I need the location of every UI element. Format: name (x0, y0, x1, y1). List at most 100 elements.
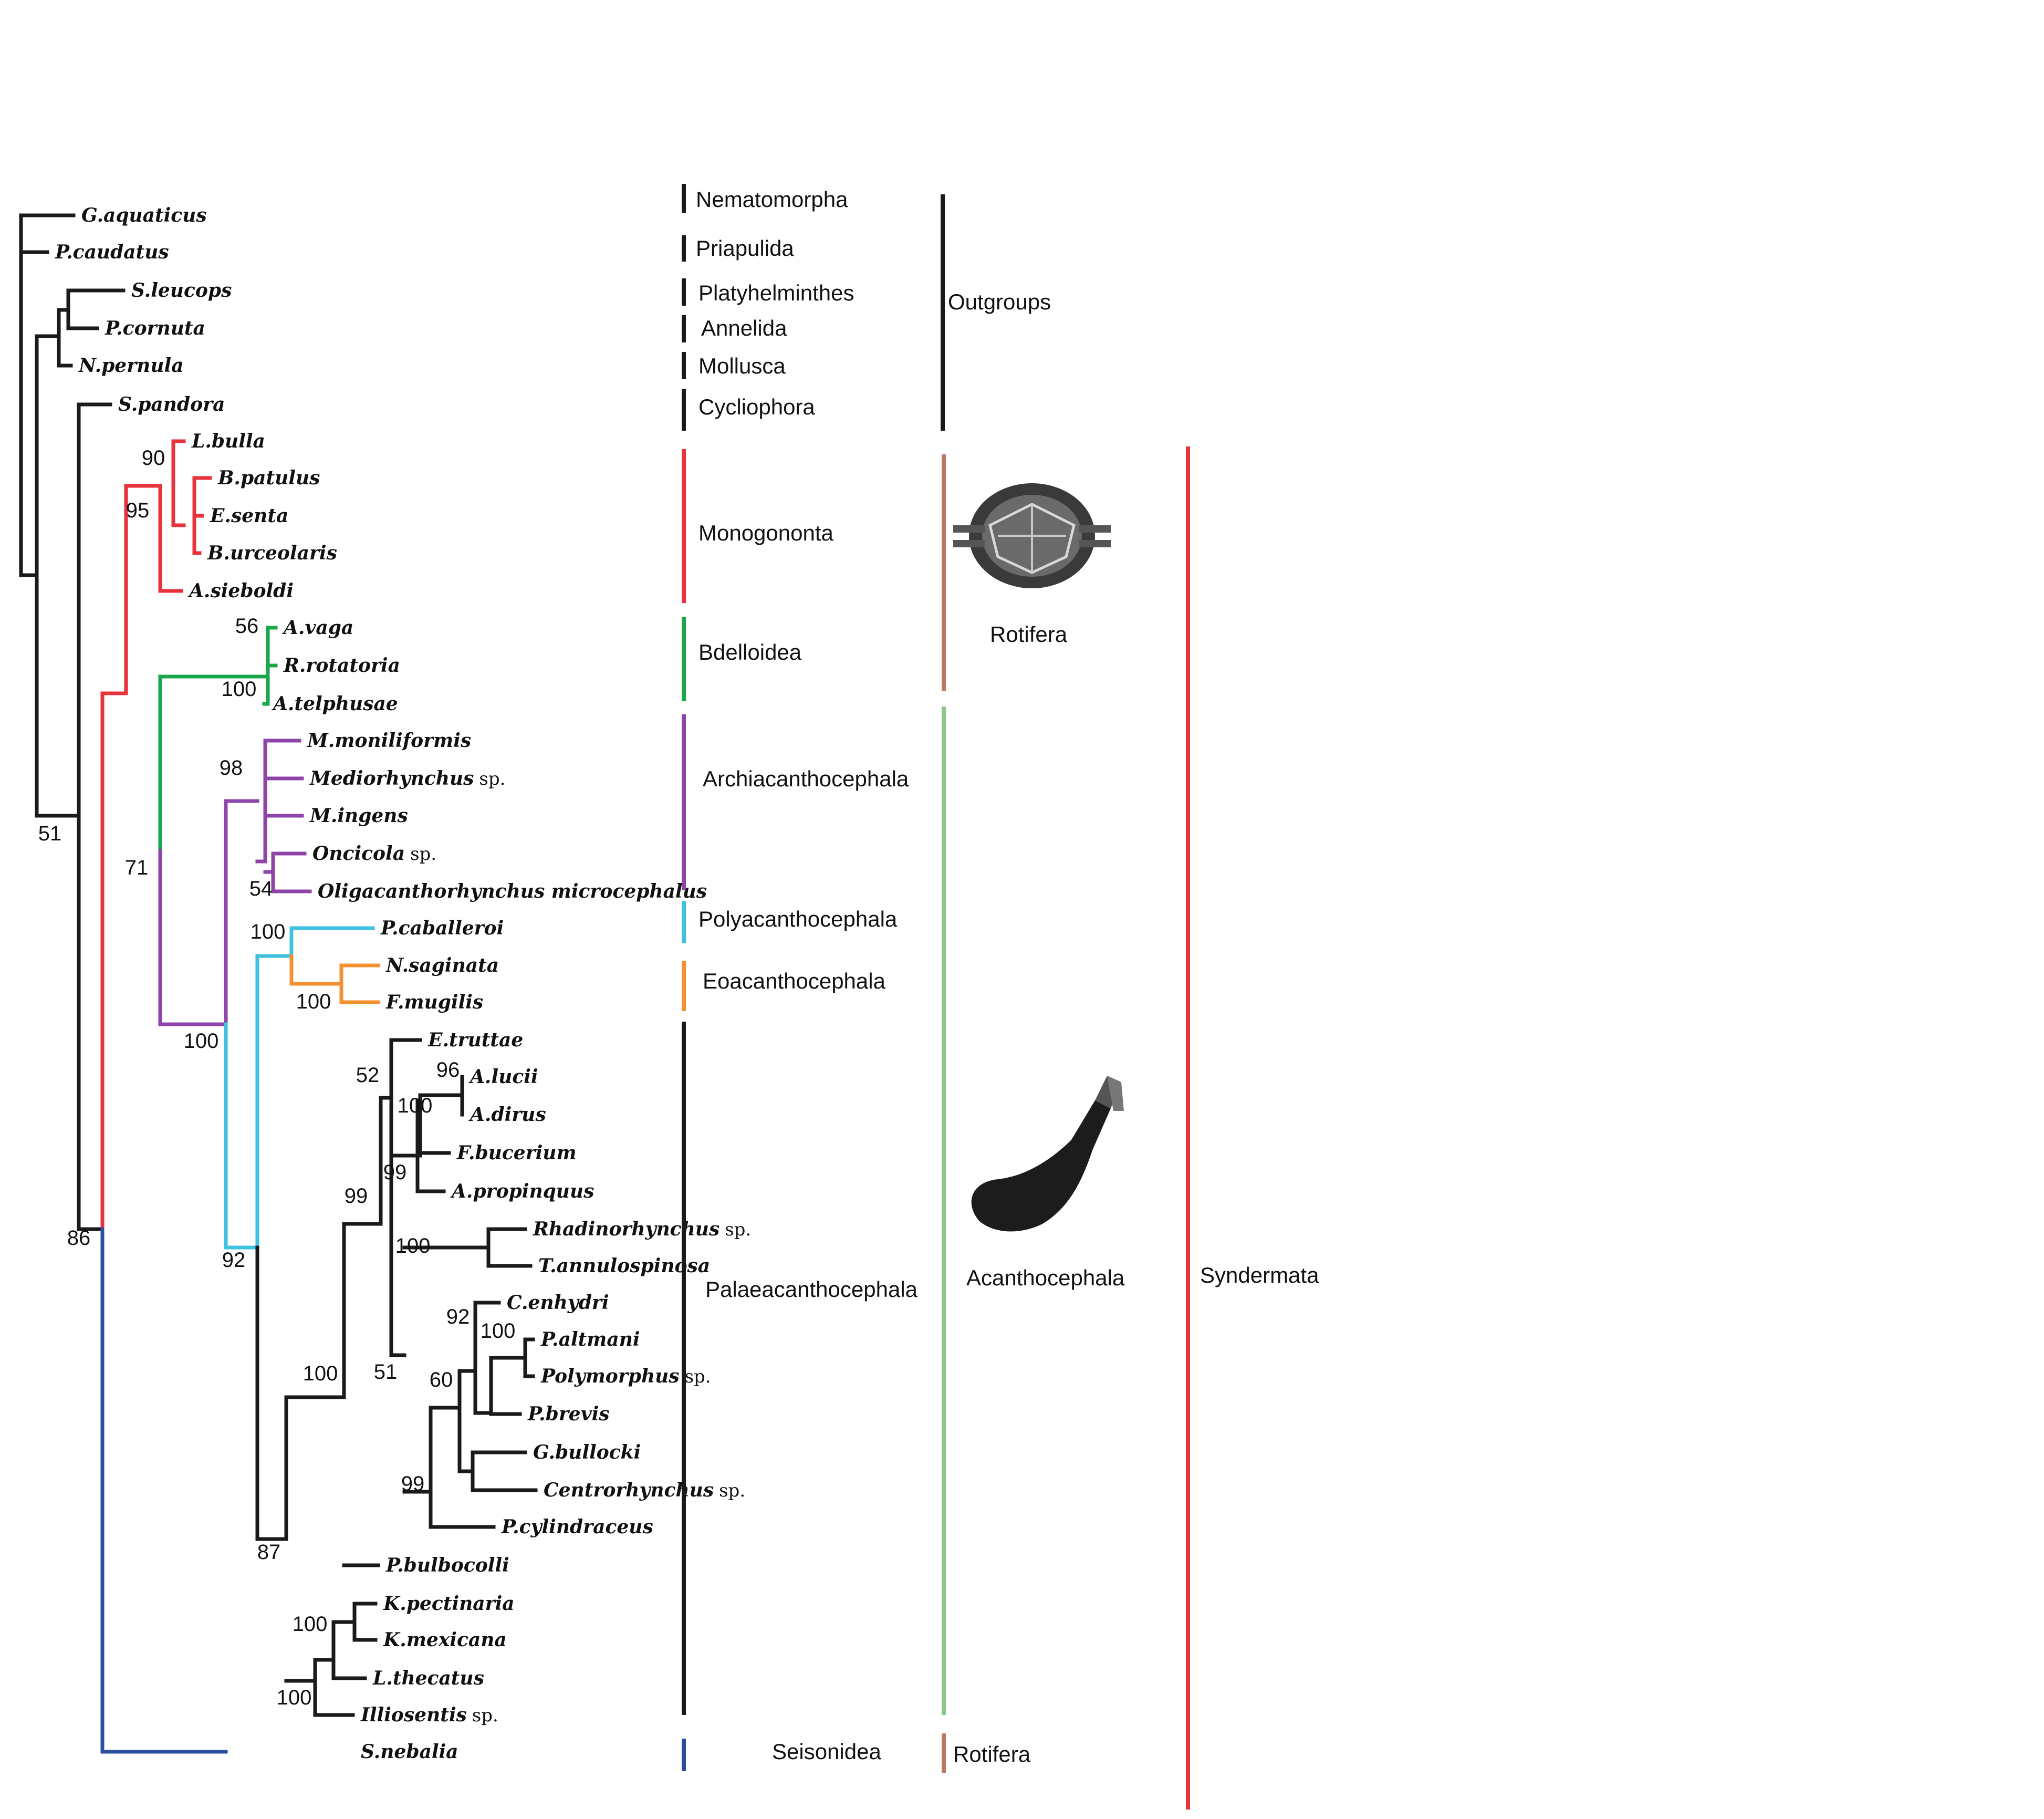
support-value: 95 (126, 499, 150, 522)
taxon-label: A.telphusae (272, 693, 398, 715)
taxon-name: Oligacanthorhynchus microcephalus (318, 880, 707, 902)
taxon-name: A.vaga (282, 617, 353, 639)
taxon-name: Mediorhynchus (309, 767, 474, 789)
tree-branch (457, 1369, 475, 1473)
taxon-label: S.pandora (118, 393, 225, 415)
taxon-name: T.annulospinosa (538, 1255, 710, 1277)
tree-branch (523, 1337, 535, 1378)
group-label: Annelida (701, 316, 787, 340)
group-label: Palaeacanthocephala (705, 1277, 918, 1302)
support-value: 54 (249, 877, 273, 900)
tree-branch (271, 870, 312, 893)
taxon-name: K.mexicana (383, 1629, 507, 1651)
support-value: 100 (184, 1030, 219, 1053)
support-value: 100 (398, 1094, 433, 1117)
taxon-label: N.saginata (385, 954, 499, 976)
taxon-label: P.caudatus (55, 241, 169, 263)
support-value: 100 (251, 920, 286, 943)
support-value: 87 (257, 1541, 281, 1564)
group-label: Mollusca (698, 354, 786, 378)
taxon-suffix: sp. (725, 1219, 751, 1240)
tree-branch (418, 1093, 451, 1155)
taxon-label: S.nebalia (361, 1741, 458, 1763)
group-label: Platyhelminthes (698, 280, 854, 305)
tree-branch (473, 1301, 493, 1415)
tree-branch (289, 926, 375, 958)
taxon-label: A.vaga (282, 617, 353, 639)
support-value: 100 (222, 678, 257, 701)
taxon-label: G.bullocki (533, 1441, 641, 1463)
support-value: 56 (235, 615, 259, 638)
taxon-label: A.sieboldi (187, 580, 294, 602)
tree-branch (35, 334, 61, 818)
rotifer-illustration (953, 483, 1111, 588)
taxon-name: P.bulbocolli (385, 1554, 509, 1576)
taxon-name: Illiosentis (360, 1704, 467, 1726)
taxon-name: B.patulus (217, 467, 320, 489)
taxon-suffix: sp. (685, 1366, 711, 1387)
taxon-label: C.enhydri (507, 1292, 609, 1314)
taxon-label: P.bulbocolli (385, 1554, 509, 1576)
support-value: 99 (401, 1472, 425, 1495)
taxon-label: P.cornuta (105, 317, 205, 339)
tree-branch (224, 1022, 259, 1250)
support-value: 100 (303, 1362, 338, 1385)
tree-branch (255, 1245, 288, 1541)
taxon-label: L.thecatus (372, 1667, 484, 1689)
taxon-name: E.senta (210, 505, 288, 527)
taxon-label: R.rotatoria (283, 654, 400, 677)
taxon-name: P.caballeroi (380, 917, 504, 939)
taxon-label: K.pectinaria (383, 1593, 515, 1615)
acanthocephalan-illustration (971, 1076, 1124, 1232)
tree-branch (342, 1222, 383, 1399)
tree-branch (284, 1395, 346, 1541)
group-bars: NematomorphaPriapulidaPlatyhelminthesAnn… (682, 184, 1319, 1810)
taxon-name: L.bulla (191, 430, 265, 452)
tree-branch (77, 402, 112, 1231)
taxon-label: F.bucerium (456, 1142, 577, 1164)
taxon-name: P.cornuta (105, 317, 205, 339)
tree-branch (124, 484, 162, 695)
support-value: 100 (481, 1319, 516, 1343)
taxon-label: M.ingens (309, 805, 408, 827)
taxon-name: K.pectinaria (383, 1593, 515, 1615)
taxon-name: A.propinquus (450, 1180, 594, 1202)
taxon-label: B.patulus (217, 467, 320, 489)
tree-branch (158, 849, 228, 1026)
clade-label: Rotifera (953, 1742, 1031, 1766)
tree-branch (255, 739, 301, 864)
taxon-label: M.moniliformis (306, 730, 471, 752)
support-value: 99 (345, 1184, 368, 1208)
group-label: Cycliophora (698, 394, 815, 419)
taxon-name: S.leucops (131, 279, 232, 302)
support-value: 60 (430, 1368, 453, 1391)
support-value: 99 (383, 1161, 407, 1184)
taxon-name: P.cylindraceus (501, 1516, 653, 1538)
support-value: 100 (395, 1234, 431, 1257)
tree-branch (271, 851, 307, 874)
tree-branch (352, 1602, 378, 1642)
tree-branch (224, 799, 259, 1026)
taxon-name: M.moniliformis (306, 730, 471, 752)
group-label: Archiacanthocephala (703, 766, 909, 791)
taxon-name: A.sieboldi (187, 580, 294, 602)
taxon-name: C.enhydri (507, 1292, 609, 1314)
tree-branch (19, 213, 76, 577)
taxon-name: N.saginata (385, 954, 499, 976)
taxon-name: N.pernula (78, 355, 184, 377)
taxon-name: L.thecatus (372, 1667, 484, 1689)
tree-branch (389, 1038, 406, 1357)
taxon-label: E.senta (210, 505, 288, 527)
taxon-label: L.bulla (191, 430, 265, 452)
group-label: Monogononta (698, 521, 834, 545)
taxon-name: A.dirus (468, 1104, 546, 1126)
group-label: Eoacanthocephala (703, 969, 886, 993)
taxon-label: A.lucii (468, 1066, 538, 1088)
tree-branch (415, 1098, 446, 1193)
clade-label: Acanthocephala (966, 1265, 1125, 1290)
